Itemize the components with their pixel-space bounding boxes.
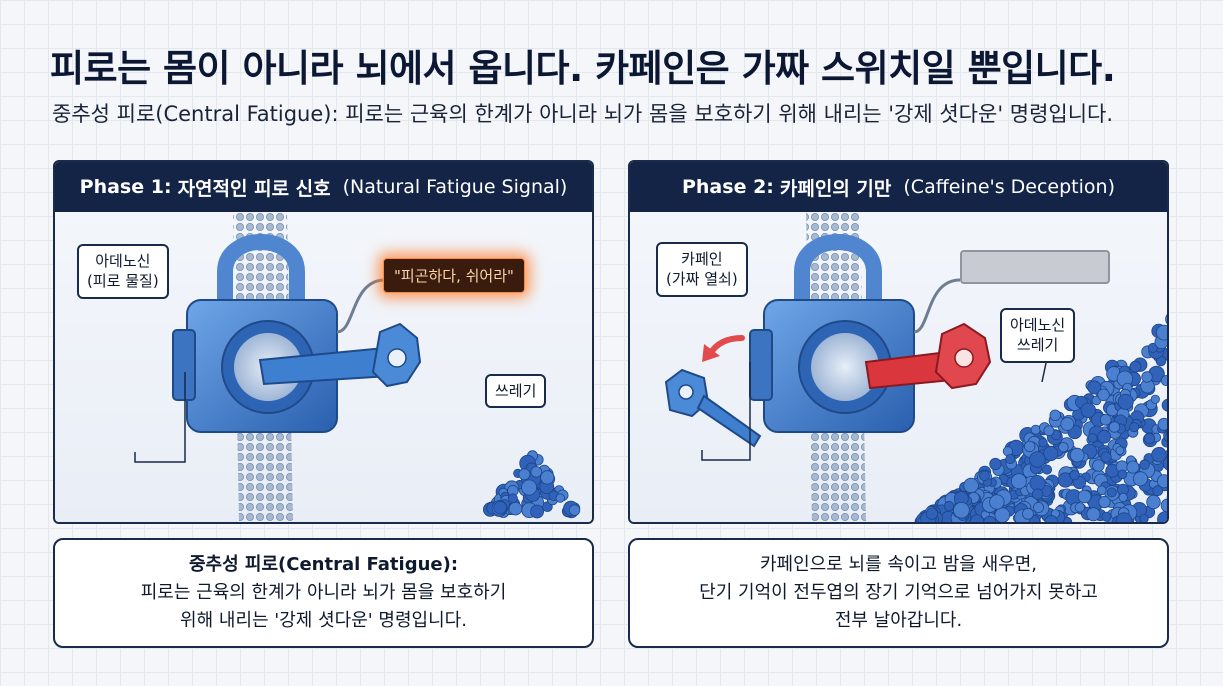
molecule-cluster-icon — [914, 314, 1167, 522]
phase2-title-ko: 카페인의 기만 — [779, 177, 892, 200]
phase2-title-en: (Caffeine's Deception) — [903, 176, 1115, 198]
page-subtitle: 중추성 피로(Central Fatigue): 피로는 근육의 한계가 아니라… — [52, 102, 1114, 126]
key-icon — [258, 322, 422, 388]
molecule-cluster-icon — [483, 450, 581, 519]
phase2-panel: Phase 2: 카페인의 기만 (Caffeine's Deception) — [628, 160, 1169, 524]
phase1-prefix: Phase 1: — [79, 176, 172, 198]
phase2-header: Phase 2: 카페인의 기만 (Caffeine's Deception) — [630, 162, 1167, 212]
phase2-illustration — [630, 212, 1167, 522]
fatigue-signal: "피곤하다, 쉬어라" — [383, 258, 525, 293]
phase2-caption: 카페인으로 뇌를 속이고 밤을 새우면, 단기 기억이 전두엽의 장기 기억으로… — [628, 538, 1169, 648]
arrow-icon — [702, 335, 745, 362]
adenosine-label: 아데노신 (피로 물질) — [77, 244, 169, 299]
page-title: 피로는 몸이 아니라 뇌에서 옵니다. 카페인은 가짜 스위치일 뿐입니다. — [50, 47, 1116, 90]
phase1-header: Phase 1: 자연적인 피로 신호 (Natural Fatigue Sig… — [55, 162, 592, 212]
adenosine-waste-label: 아데노신 쓰레기 — [1000, 308, 1076, 363]
phase1-caption: 중추성 피로(Central Fatigue): 피로는 근육의 한계가 아니라… — [53, 538, 594, 648]
phase1-title-ko: 자연적인 피로 신호 — [177, 177, 331, 200]
caffeine-label: 카페인 (가짜 열쇠) — [656, 242, 748, 297]
phase1-title-en: (Natural Fatigue Signal) — [342, 176, 568, 198]
blocked-signal-box — [960, 250, 1110, 284]
phase2-prefix: Phase 2: — [681, 176, 774, 198]
key-icon — [664, 368, 762, 448]
padlock-icon — [749, 234, 915, 433]
waste-label: 쓰레기 — [485, 374, 547, 409]
red-key-icon — [864, 322, 992, 390]
phase1-panel: Phase 1: 자연적인 피로 신호 (Natural Fatigue Sig… — [53, 160, 594, 524]
